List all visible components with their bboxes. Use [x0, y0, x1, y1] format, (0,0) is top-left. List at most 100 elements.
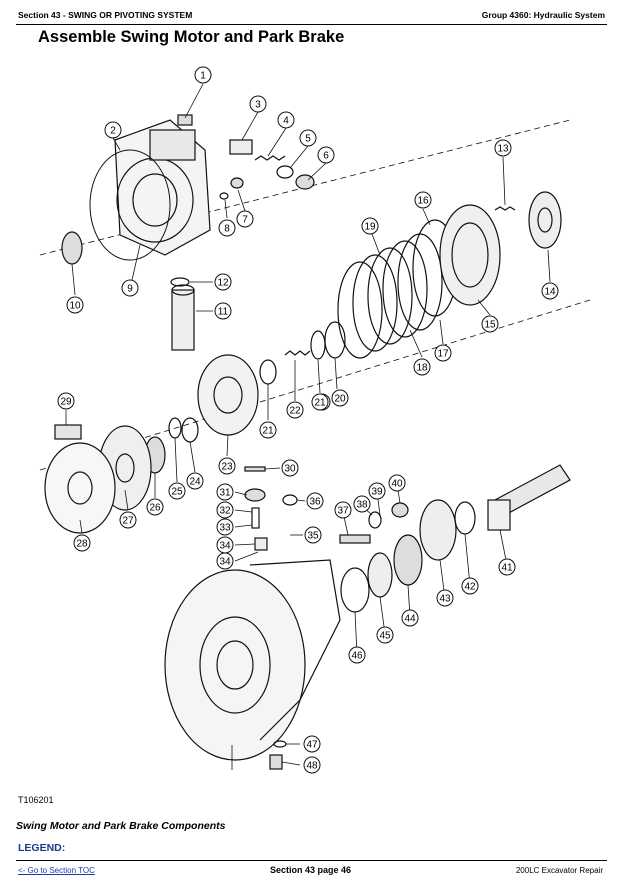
callout-number: 21	[314, 398, 326, 409]
callout-number: 2	[110, 126, 116, 137]
callout-balloon	[216, 518, 234, 536]
callout-number: 10	[69, 301, 81, 312]
callout-balloon	[494, 139, 512, 157]
callout-balloon	[57, 392, 75, 410]
part-43-seal	[393, 534, 423, 586]
callout-balloon	[286, 401, 304, 419]
callout-number: 31	[219, 488, 231, 499]
callout-number: 3	[255, 100, 261, 111]
part-30-plug	[244, 488, 266, 502]
callout-balloon	[119, 511, 137, 529]
part-14-plate	[528, 191, 562, 249]
callout-number: 1	[200, 71, 206, 82]
part-39-valve	[339, 534, 371, 544]
header-divider	[16, 24, 607, 25]
callout-number: 23	[221, 462, 233, 473]
part-3-plug	[229, 139, 253, 155]
section-header: Section 43 - SWING OR PIVOTING SYSTEM	[18, 10, 193, 20]
callout-balloon	[168, 482, 186, 500]
callout-number: 41	[501, 563, 513, 574]
part-7-fitting	[230, 177, 244, 189]
callout-balloon	[104, 121, 122, 139]
callout-balloon	[348, 646, 366, 664]
callout-number: 5	[305, 134, 311, 145]
part-20-ring	[324, 321, 346, 359]
part-28-bolt	[54, 424, 82, 440]
callout-number: 44	[404, 614, 416, 625]
part-11-shaft	[171, 284, 195, 351]
callout-balloon	[277, 111, 295, 129]
callout-number: 18	[416, 363, 428, 374]
callout-number: 19	[364, 222, 376, 233]
callout-balloon	[388, 474, 406, 492]
callout-balloon	[361, 217, 379, 235]
part-33-spool	[254, 537, 268, 551]
callout-balloon	[281, 459, 299, 477]
page-title: Assemble Swing Motor and Park Brake	[38, 28, 345, 46]
callout-balloon	[236, 210, 254, 228]
part-12-ring	[170, 277, 190, 287]
callout-balloon	[353, 495, 371, 513]
callout-balloon	[216, 501, 234, 519]
callout-balloon	[331, 389, 349, 407]
callout-balloon	[303, 756, 321, 774]
callout-balloon	[73, 534, 91, 552]
part-35-oring	[282, 494, 298, 506]
callout-number: 48	[306, 761, 318, 772]
callout-balloon	[121, 279, 139, 297]
callout-number: 28	[76, 539, 88, 550]
part-24-washer	[181, 417, 199, 443]
callout-number: 15	[484, 320, 496, 331]
callout-balloon	[304, 526, 322, 544]
callout-number: 32	[219, 506, 231, 517]
upper-housing-part	[89, 119, 211, 261]
callout-balloon	[498, 558, 516, 576]
callout-balloon	[306, 492, 324, 510]
brake-plate-stack	[337, 204, 501, 359]
product-name: 200LC Excavator Repair	[515, 866, 603, 875]
callout-number: 37	[337, 506, 349, 517]
part-47-plug	[269, 754, 283, 770]
figure-caption: Swing Motor and Park Brake Components	[16, 820, 226, 832]
part-4-spring	[254, 155, 286, 161]
callout-number: 35	[307, 531, 319, 542]
callout-balloon	[303, 735, 321, 753]
callout-number: 21	[262, 426, 274, 437]
callout-number: 20	[334, 394, 346, 405]
part-23-gear	[197, 354, 259, 436]
callout-balloon	[334, 501, 352, 519]
callout-balloon	[216, 483, 234, 501]
callout-balloon	[194, 66, 212, 84]
page-number: Section 43 page 46	[269, 865, 352, 875]
callout-balloon	[146, 498, 164, 516]
callout-balloon	[214, 302, 232, 320]
exploded-parts-diagram: 1234567891011121314151617181920212121222…	[39, 66, 591, 774]
callout-balloon	[434, 344, 452, 362]
callout-number: 6	[323, 151, 329, 162]
callout-number: 27	[122, 516, 134, 527]
callout-number: 26	[149, 503, 161, 514]
part-10-bearing	[61, 231, 83, 265]
callout-balloon	[541, 282, 559, 300]
callout-number: 16	[417, 196, 429, 207]
figure-id: T106201	[18, 795, 54, 805]
part-46-oring	[273, 740, 287, 748]
callout-balloon	[218, 219, 236, 237]
part-22-spring	[284, 350, 311, 356]
callout-balloon	[216, 552, 234, 570]
legend-label: LEGEND:	[18, 842, 66, 854]
callout-balloon	[317, 146, 335, 164]
callout-balloon	[311, 393, 329, 411]
part-13-spring	[494, 206, 516, 211]
callout-number: 33	[219, 523, 231, 534]
part-44-ring	[367, 552, 393, 598]
callout-balloon	[414, 191, 432, 209]
callout-number: 24	[189, 477, 201, 488]
callout-balloon	[401, 609, 419, 627]
toc-link[interactable]: <- Go to Section TOC	[18, 866, 95, 875]
callout-number: 12	[217, 278, 229, 289]
callout-number: 9	[127, 284, 133, 295]
callout-number: 34	[219, 557, 231, 568]
callout-balloon	[66, 296, 84, 314]
part-5-oring	[276, 165, 294, 179]
